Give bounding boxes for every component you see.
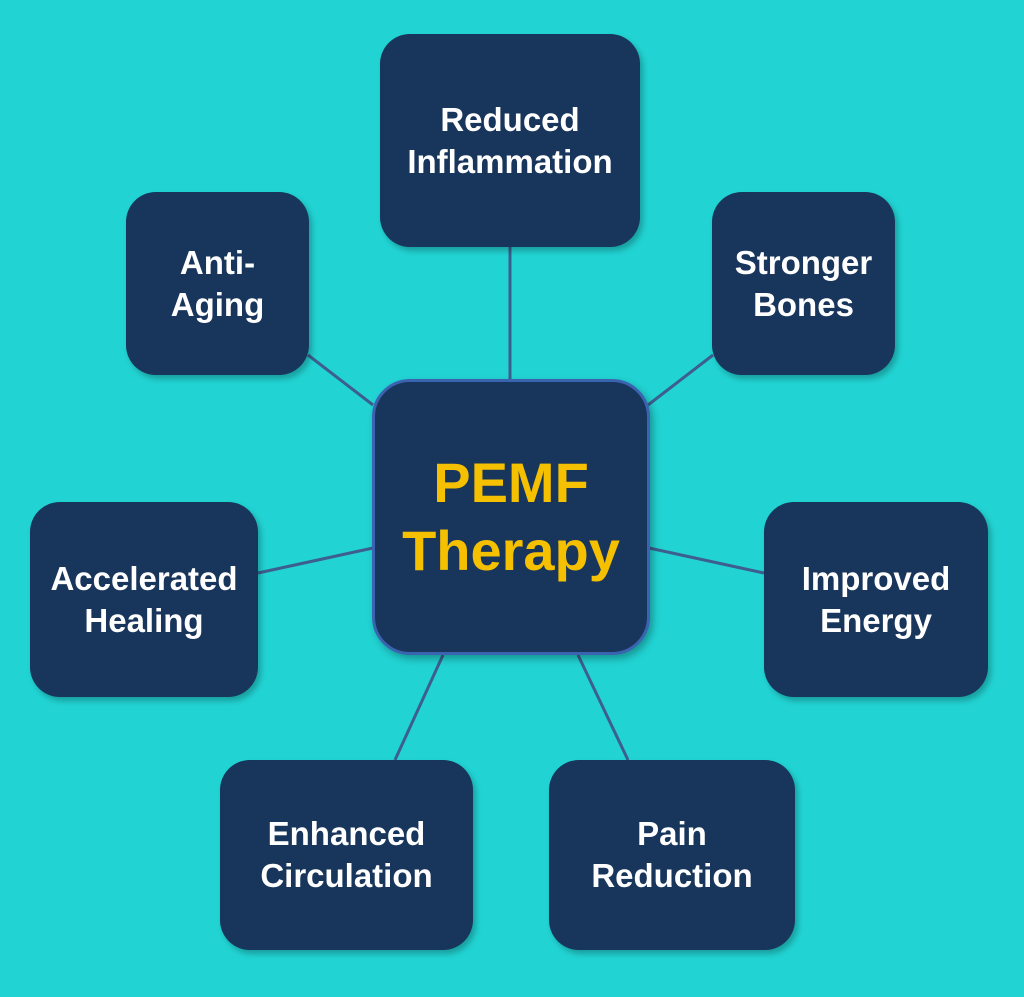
node-accelerated-healing: Accelerated Healing (30, 502, 258, 697)
node-label-line-1: Stronger (734, 243, 873, 281)
node-improved-energy: Improved Energy (764, 502, 988, 697)
node-label-line-1: Accelerated (50, 559, 238, 597)
node-pain-reduction: Pain Reduction (549, 760, 795, 950)
node-label-line-1: Improved (801, 559, 951, 597)
node-label-line-2: Aging (170, 285, 265, 323)
node-reduced-inflammation: Reduced Inflammation (380, 34, 640, 247)
node-label-line-2: Circulation (260, 857, 433, 894)
node-label-line-1: Anti- (179, 243, 256, 281)
node-label-line-2: Energy (820, 601, 932, 639)
connector-bones (647, 353, 714, 407)
connector-energy (648, 546, 765, 575)
node-label-line-2: Bones (753, 285, 854, 323)
node-stronger-bones: Stronger Bones (712, 192, 895, 375)
node-label-line-1: Pain (637, 815, 707, 852)
center-label-line-2: Therapy (402, 519, 620, 582)
node-enhanced-circulation: Enhanced Circulation (220, 760, 473, 950)
connector-pain (576, 654, 630, 761)
center-node-pemf-therapy: PEMF Therapy (372, 379, 650, 655)
node-label-line-2: Healing (84, 601, 204, 639)
node-label-line-2: Inflammation (407, 142, 613, 180)
center-label-line-1: PEMF (433, 451, 589, 514)
node-label-line-1: Reduced (440, 100, 580, 138)
node-anti-aging: Anti- Aging (126, 192, 309, 375)
connector-circulation (393, 654, 445, 761)
node-label-line-1: Enhanced (267, 815, 426, 852)
connector-anti-aging (307, 353, 374, 407)
connector-healing (257, 546, 374, 575)
node-label-line-2: Reduction (591, 857, 753, 894)
